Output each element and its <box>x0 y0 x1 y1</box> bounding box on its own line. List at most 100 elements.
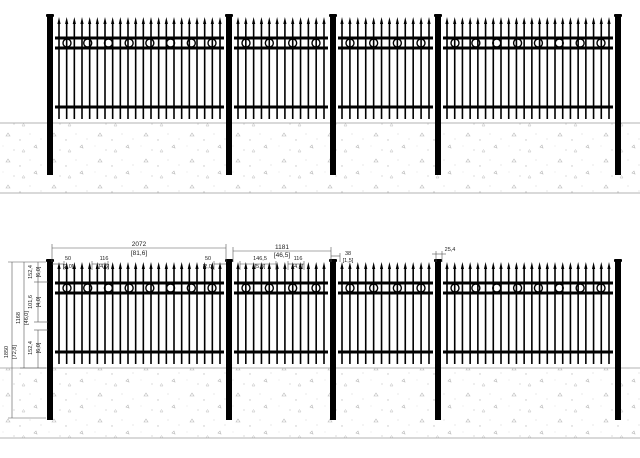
rail <box>55 46 224 50</box>
decor-ring <box>83 38 93 48</box>
spear-tip <box>80 262 84 269</box>
spear-tip <box>118 262 122 269</box>
rail <box>443 291 613 295</box>
spear-tip <box>607 262 611 269</box>
dim-post-size: 25,4 <box>445 247 456 253</box>
spear-tip <box>275 17 279 24</box>
top-elevation <box>0 14 640 194</box>
ground-bottom <box>0 368 640 438</box>
post <box>226 17 232 175</box>
decor-ring <box>186 283 196 293</box>
spear-tip <box>419 262 423 269</box>
dim-bottom-height-in: [6,0] <box>36 342 42 353</box>
dim-top-height-in: [6,0] <box>36 266 42 277</box>
spear-tip <box>591 17 596 24</box>
post <box>47 17 53 175</box>
post <box>47 262 53 420</box>
decor-ring <box>103 283 114 293</box>
decor-ring <box>287 38 298 48</box>
rail <box>338 46 433 50</box>
rail <box>443 105 613 109</box>
spear-tip <box>584 17 588 24</box>
fence-panel-3 <box>338 17 433 119</box>
spear-tip <box>236 17 240 24</box>
post <box>330 262 336 420</box>
fence-bottom <box>46 259 622 420</box>
spear-tip <box>599 262 603 269</box>
spear-tip <box>379 262 384 269</box>
rail <box>234 281 328 285</box>
spear-tip <box>203 17 207 24</box>
decor-ring <box>145 283 155 293</box>
spear-tip <box>157 17 161 24</box>
post <box>226 262 232 420</box>
decor-ring <box>207 38 217 48</box>
spear-tip <box>291 17 295 24</box>
spear-tip <box>522 17 526 24</box>
dim-end-gap-right: 50 <box>205 256 211 262</box>
spear-tip <box>460 262 465 269</box>
post-cap <box>329 259 337 262</box>
dim-panel-height-in: [46,0] <box>24 311 30 325</box>
decor-ring <box>124 283 134 293</box>
dim-end-gap-in: [2,0] <box>63 264 74 270</box>
spear-tip <box>395 262 399 269</box>
decor-ring <box>368 38 379 48</box>
rail <box>55 350 224 354</box>
spear-tip <box>298 262 303 269</box>
decor-ring <box>62 283 72 293</box>
spear-tip <box>314 262 318 269</box>
decor-ring <box>124 38 134 48</box>
spear-tip <box>149 17 153 24</box>
decor-ring <box>596 283 606 293</box>
post-cap <box>434 259 442 262</box>
dim-circle-spacing: 146,5 <box>253 256 267 262</box>
spear-tip <box>372 262 376 269</box>
spear-tip <box>537 262 542 269</box>
decor-ring <box>533 283 544 293</box>
fence-panel-2 <box>234 17 328 119</box>
post-cap <box>614 14 622 17</box>
spear-tip <box>88 262 92 269</box>
rail <box>55 281 224 285</box>
rail <box>234 350 328 354</box>
spear-tip <box>103 262 107 269</box>
dim-ring-band-in: [4,0] <box>36 296 42 307</box>
spear-tip <box>298 17 303 24</box>
decor-ring <box>165 38 176 48</box>
spear-tip <box>180 262 184 269</box>
fence-panel-4 <box>443 17 613 119</box>
dim-end-gap-right-in: [2,0] <box>203 264 214 270</box>
post-cap <box>225 14 233 17</box>
dim-total-height: 1850 <box>4 346 10 358</box>
spear-tip <box>395 17 399 24</box>
spear-tip <box>545 262 549 269</box>
spear-tip <box>468 17 472 24</box>
dim-total-height-in: [72,8] <box>12 345 18 359</box>
decor-ring <box>207 283 217 293</box>
spear-tip <box>537 17 542 24</box>
spear-tip <box>111 17 115 24</box>
fence-panel-4 <box>443 262 613 364</box>
spear-tip <box>244 17 248 24</box>
dim-panel-height: 1168 <box>16 312 22 324</box>
rail <box>338 350 433 354</box>
spear-tip <box>468 262 472 269</box>
rail <box>55 36 224 40</box>
decor-ring <box>471 283 481 293</box>
spear-tip <box>57 17 61 24</box>
decor-ring <box>554 38 564 48</box>
spear-tip <box>164 262 168 269</box>
decor-ring <box>392 283 403 293</box>
dim-short-panel-in: [46,5] <box>274 252 290 259</box>
spear-tip <box>348 17 352 24</box>
spear-tip <box>356 17 360 24</box>
spear-tip <box>514 262 519 269</box>
spear-tip <box>530 262 534 269</box>
fence-panel-1 <box>55 262 224 364</box>
spear-tip <box>195 262 199 269</box>
spear-tip <box>364 262 368 269</box>
decor-ring <box>264 283 275 293</box>
decor-ring <box>311 38 321 48</box>
spear-tip <box>210 17 214 24</box>
